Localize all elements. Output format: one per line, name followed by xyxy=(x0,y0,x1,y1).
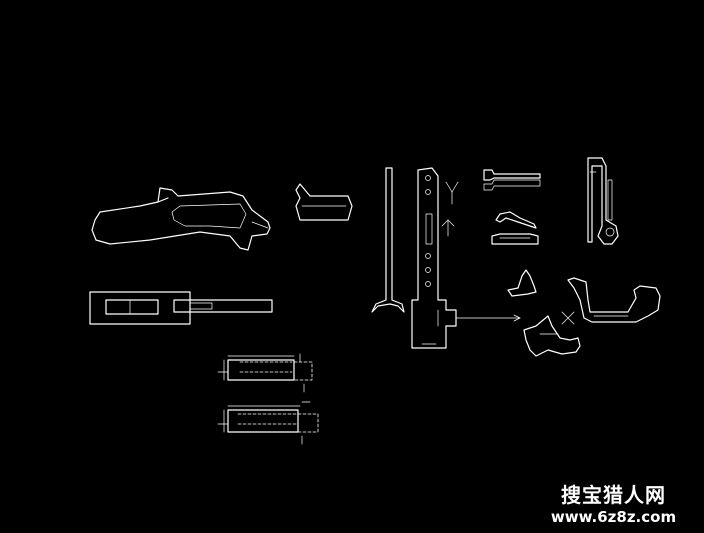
bracket-part-outline xyxy=(295,183,353,221)
hook-parts xyxy=(507,269,581,357)
watermark-title: 搜宝猎人网 xyxy=(561,483,666,507)
dimension-drawing-a xyxy=(217,353,313,393)
curved-rail-part xyxy=(567,277,661,323)
dimension-drawing-b xyxy=(217,401,319,445)
gauge-part xyxy=(587,157,619,245)
slide-rail-outline xyxy=(89,291,273,325)
pin-parts xyxy=(483,169,541,245)
lever-part-outline xyxy=(91,187,271,251)
watermark-logo: 搜宝猎人网 www.6z8z.com xyxy=(531,483,696,527)
watermark-url: www.6z8z.com xyxy=(550,508,677,526)
vertical-column-assembly xyxy=(371,167,521,349)
